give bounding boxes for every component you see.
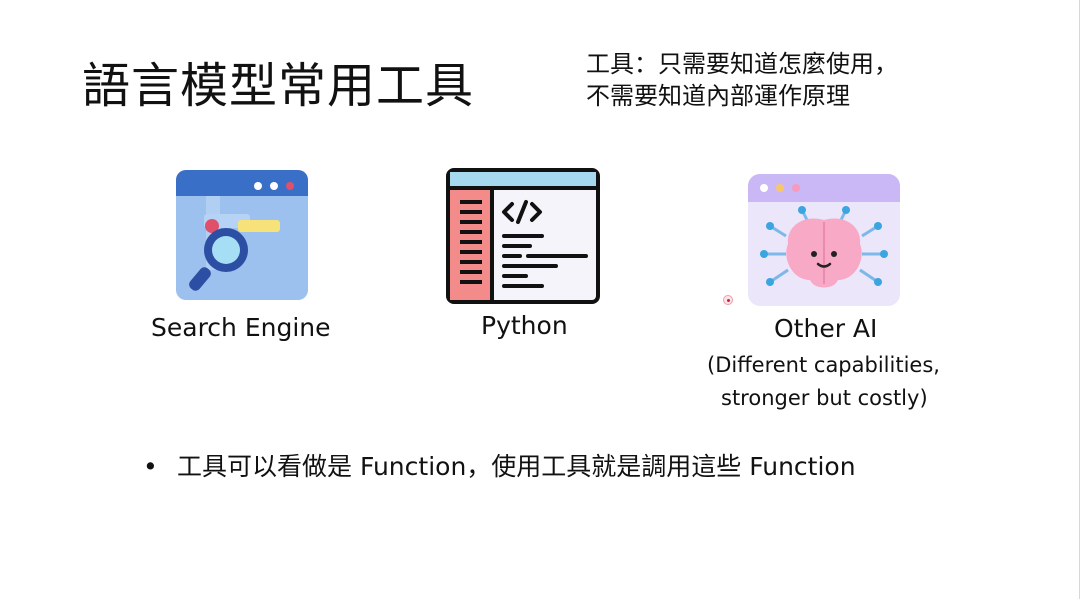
slide-title: 語言模型常用工具 — [82, 58, 475, 114]
note-line-1: 工具：只需要知道怎麼使用， — [586, 50, 898, 78]
note-line-2: 不需要知道內部運作原理 — [586, 82, 850, 110]
search-engine-icon — [176, 170, 308, 300]
tool-label-python: Python — [481, 311, 568, 340]
slide-note: 工具：只需要知道怎麼使用， 不需要知道內部運作原理 — [586, 48, 898, 112]
bullet-marker: • — [143, 452, 158, 481]
bullet-item: • 工具可以看做是 Function，使用工具就是調用這些 Function — [143, 447, 856, 483]
tool-label-other-ai: Other AI — [774, 314, 878, 343]
tool-sublabel-other-ai-1: (Different capabilities, — [707, 353, 940, 377]
cursor-marker — [723, 295, 733, 305]
bullet-text: 工具可以看做是 Function，使用工具就是調用這些 Function — [177, 452, 856, 481]
code-editor-icon — [446, 168, 600, 304]
tool-sublabel-other-ai-2: stronger but costly) — [721, 386, 928, 410]
tool-label-search-engine: Search Engine — [151, 313, 331, 342]
ai-brain-icon — [748, 174, 900, 306]
